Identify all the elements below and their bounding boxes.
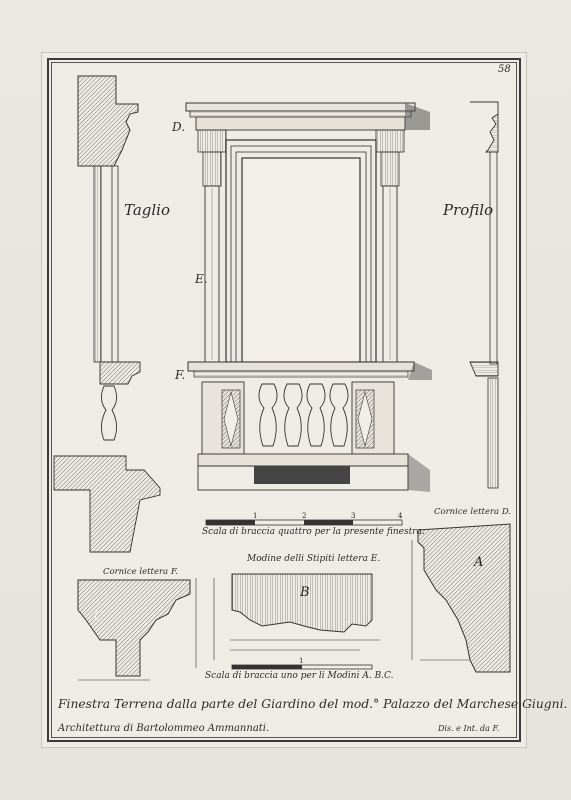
label-taglio: Taglio bbox=[124, 201, 171, 219]
scale-upper-tick-2: 2 bbox=[302, 512, 306, 520]
window-elevation bbox=[185, 102, 432, 492]
label-letter-d: D. bbox=[172, 120, 186, 134]
profile-b bbox=[230, 573, 380, 651]
cornice-d-caption: Cornice lettera D. bbox=[434, 507, 512, 517]
profile-letter-c: C bbox=[94, 609, 104, 624]
scale-lower-caption: Scala di braccia uno per li Modini A. B.… bbox=[205, 671, 394, 681]
profile-c bbox=[77, 578, 215, 681]
label-profilo: Profilo bbox=[443, 201, 494, 219]
label-letter-f: F. bbox=[175, 368, 186, 382]
profile-letter-b: B bbox=[299, 585, 310, 600]
section-taglio bbox=[53, 75, 161, 553]
section-profilo bbox=[469, 101, 499, 489]
modine-caption: Modine delli Stipiti lettera E. bbox=[247, 554, 381, 564]
engraver-signature: Dis. e Int. da F. bbox=[438, 724, 500, 733]
profile-letter-a: A bbox=[473, 555, 483, 570]
profile-a bbox=[411, 523, 511, 673]
scale-bar-upper bbox=[205, 519, 403, 526]
plate-border bbox=[47, 58, 521, 742]
scale-lower-tick-1: 1 bbox=[299, 657, 303, 665]
label-letter-e: E. bbox=[195, 272, 208, 286]
scale-bar-lower bbox=[231, 664, 373, 670]
scale-upper-caption: Scala di braccia quattro per la presente… bbox=[202, 527, 425, 537]
scale-upper-tick-1: 1 bbox=[253, 512, 257, 520]
cornice-f-caption: Cornice lettera F. bbox=[103, 567, 179, 577]
plate-border-inner bbox=[51, 62, 517, 738]
architect-credit: Architettura di Bartolommeo Ammannati. bbox=[58, 723, 270, 734]
plate-number: 58 bbox=[498, 64, 511, 75]
plate-title: Finestra Terrena dalla parte del Giardin… bbox=[58, 697, 568, 711]
scale-upper-tick-4: 4 bbox=[398, 512, 403, 520]
scale-upper-tick-3: 3 bbox=[351, 512, 355, 520]
